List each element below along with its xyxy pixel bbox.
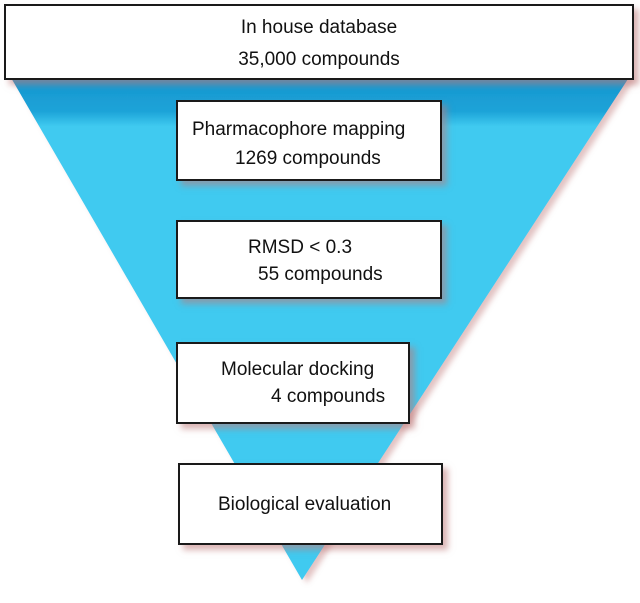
- step-biological-evaluation: Biological evaluation: [178, 463, 443, 545]
- step-count: 35,000 compounds: [238, 49, 400, 70]
- step-molecular-docking: Molecular docking 4 compounds: [176, 342, 410, 424]
- step-count: 1269 compounds: [235, 148, 381, 169]
- step-title: Pharmacophore mapping: [192, 119, 406, 140]
- step-title: RMSD < 0.3: [248, 237, 353, 258]
- step-count: 55 compounds: [258, 264, 383, 285]
- step-count: 4 compounds: [271, 386, 386, 407]
- step-title: Biological evaluation: [218, 494, 392, 515]
- step-title: In house database: [240, 17, 398, 38]
- step-in-house-database: In house database 35,000 compounds: [4, 4, 634, 80]
- funnel-triangle: [10, 76, 630, 580]
- step-rmsd-filter: RMSD < 0.3 55 compounds: [176, 220, 442, 299]
- step-pharmacophore-mapping: Pharmacophore mapping 1269 compounds: [176, 100, 442, 181]
- step-title: Molecular docking: [221, 359, 375, 380]
